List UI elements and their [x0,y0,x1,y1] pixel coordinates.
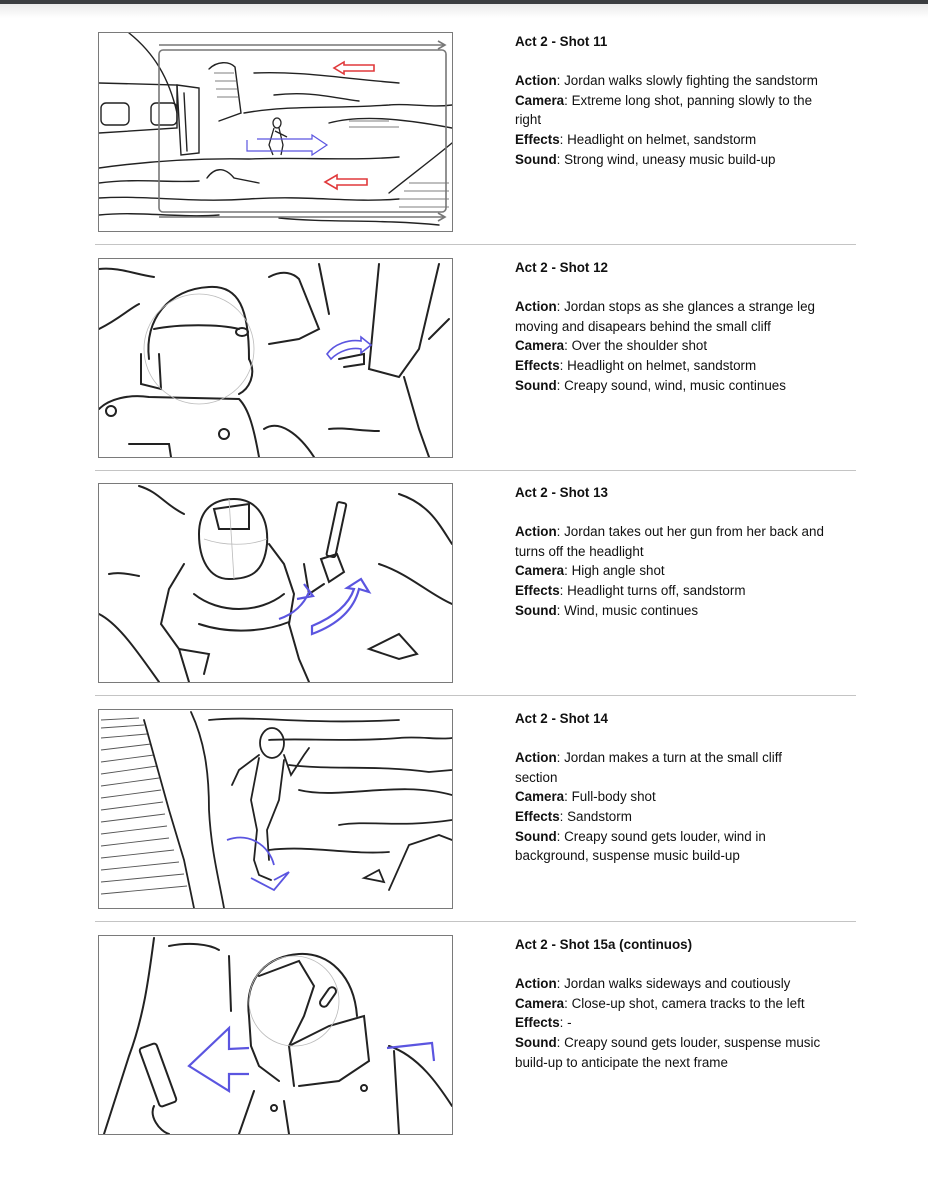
top-shadow [0,4,928,18]
sound-text: Wind, music continues [564,602,699,618]
sound-text: Strong wind, uneasy music build-up [564,151,776,167]
shot-description: Act 2 - Shot 12 Action: Jordan stops as … [515,258,825,395]
action-text: Jordan makes a turn at the small cliff s… [515,750,782,785]
effects-text: Headlight on helmet, sandstorm [567,131,757,147]
shot-description: Act 2 - Shot 13 Action: Jordan takes out… [515,483,825,620]
sound-text: Creapy sound, wind, music continues [564,377,786,393]
sound-text: Creapy sound gets louder, wind in backgr… [515,828,766,864]
action-label: Action [515,524,557,540]
camera-text: High angle shot [571,563,665,579]
shot-title: Act 2 - Shot 13 [515,485,609,500]
camera-label: Camera [515,995,565,1011]
sketch-over-shoulder-icon [99,263,450,457]
storyboard-frame-shot-14 [98,709,453,909]
effects-line: Effects: Headlight on helmet, sandstorm [515,131,757,147]
sketch-high-angle-icon [99,485,452,682]
effects-line: Effects: Headlight on helmet, sandstorm [515,357,757,373]
action-text: Jordan walks slowly fighting the sandsto… [564,73,818,89]
shot-12: Act 2 - Shot 12 Action: Jordan stops as … [98,258,858,458]
shot-13: Act 2 - Shot 13 Action: Jordan takes out… [98,483,858,683]
action-label: Action [515,750,557,766]
divider [95,470,856,471]
sketch-close-up-icon [103,937,452,1134]
effects-label: Effects [515,1015,560,1031]
sketch-full-body-icon [100,711,452,908]
storyboard-frame-shot-15a [98,935,453,1135]
camera-label: Camera [515,563,565,579]
effects-line: Effects: Headlight turns off, sandstorm [515,582,746,598]
camera-label: Camera [515,789,565,805]
action-label: Action [515,976,557,992]
action-text: Jordan stops as she glances a strange le… [515,299,815,334]
shot-description: Act 2 - Shot 15a (continuos) Action: Jor… [515,935,825,1072]
effects-line: Effects: - [515,1015,572,1031]
shot-title: Act 2 - Shot 12 [515,260,609,275]
shot-14: Act 2 - Shot 14 Action: Jordan makes a t… [98,709,858,909]
action-label: Action [515,73,557,89]
divider [95,921,856,922]
shot-title: Act 2 - Shot 15a (continuos) [515,937,693,952]
effects-text: - [567,1015,572,1031]
shot-title: Act 2 - Shot 11 [515,34,608,49]
sound-label: Sound [515,377,557,393]
storyboard-frame-shot-13 [98,483,453,683]
camera-line: Camera: Extreme long shot, panning slowl… [515,92,813,128]
action-text: Jordan takes out her gun from her back a… [515,524,824,559]
camera-line: Camera: Full-body shot [515,789,656,805]
sound-label: Sound [515,602,557,618]
shot-description: Act 2 - Shot 11 Action: Jordan walks slo… [515,32,825,169]
shot-title: Act 2 - Shot 14 [515,711,609,726]
shot-15a: Act 2 - Shot 15a (continuos) Action: Jor… [98,935,858,1135]
effects-label: Effects [515,357,560,373]
effects-label: Effects [515,131,560,147]
sound-label: Sound [515,151,557,167]
sound-line: Sound: Creapy sound, wind, music continu… [515,377,786,393]
camera-line: Camera: Close-up shot, camera tracks to … [515,995,805,1011]
sketch-desert-pan-icon [99,33,452,226]
window-top-bar [0,0,928,4]
divider [95,695,856,696]
divider [95,244,856,245]
sound-label: Sound [515,828,557,844]
effects-line: Effects: Sandstorm [515,808,632,824]
sound-line: Sound: Creapy sound gets louder, wind in… [515,828,766,864]
sound-label: Sound [515,1034,557,1050]
action-line: Action: Jordan walks sideways and coutio… [515,976,791,992]
action-line: Action: Jordan walks slowly fighting the… [515,73,818,89]
camera-label: Camera [515,92,565,108]
action-line: Action: Jordan stops as she glances a st… [515,299,815,334]
effects-label: Effects [515,808,560,824]
sound-text: Creapy sound gets louder, suspense music… [515,1034,821,1070]
effects-text: Headlight turns off, sandstorm [567,582,746,598]
sound-line: Sound: Creapy sound gets louder, suspens… [515,1034,821,1070]
storyboard-frame-shot-11 [98,32,453,232]
effects-label: Effects [515,582,560,598]
camera-line: Camera: High angle shot [515,563,665,579]
action-label: Action [515,299,557,315]
camera-label: Camera [515,338,565,354]
camera-text: Full-body shot [571,789,656,805]
sound-line: Sound: Strong wind, uneasy music build-u… [515,151,776,167]
sound-line: Sound: Wind, music continues [515,602,699,618]
action-line: Action: Jordan takes out her gun from he… [515,524,824,559]
action-line: Action: Jordan makes a turn at the small… [515,750,782,785]
effects-text: Sandstorm [567,808,632,824]
shot-description: Act 2 - Shot 14 Action: Jordan makes a t… [515,709,825,866]
effects-text: Headlight on helmet, sandstorm [567,357,757,373]
shot-11: Act 2 - Shot 11 Action: Jordan walks slo… [98,32,858,232]
camera-text: Over the shoulder shot [571,338,708,354]
action-text: Jordan walks sideways and coutiously [564,976,791,992]
storyboard-frame-shot-12 [98,258,453,458]
camera-text: Close-up shot, camera tracks to the left [571,995,805,1011]
camera-text: Extreme long shot, panning slowly to the… [515,92,813,128]
camera-line: Camera: Over the shoulder shot [515,338,708,354]
